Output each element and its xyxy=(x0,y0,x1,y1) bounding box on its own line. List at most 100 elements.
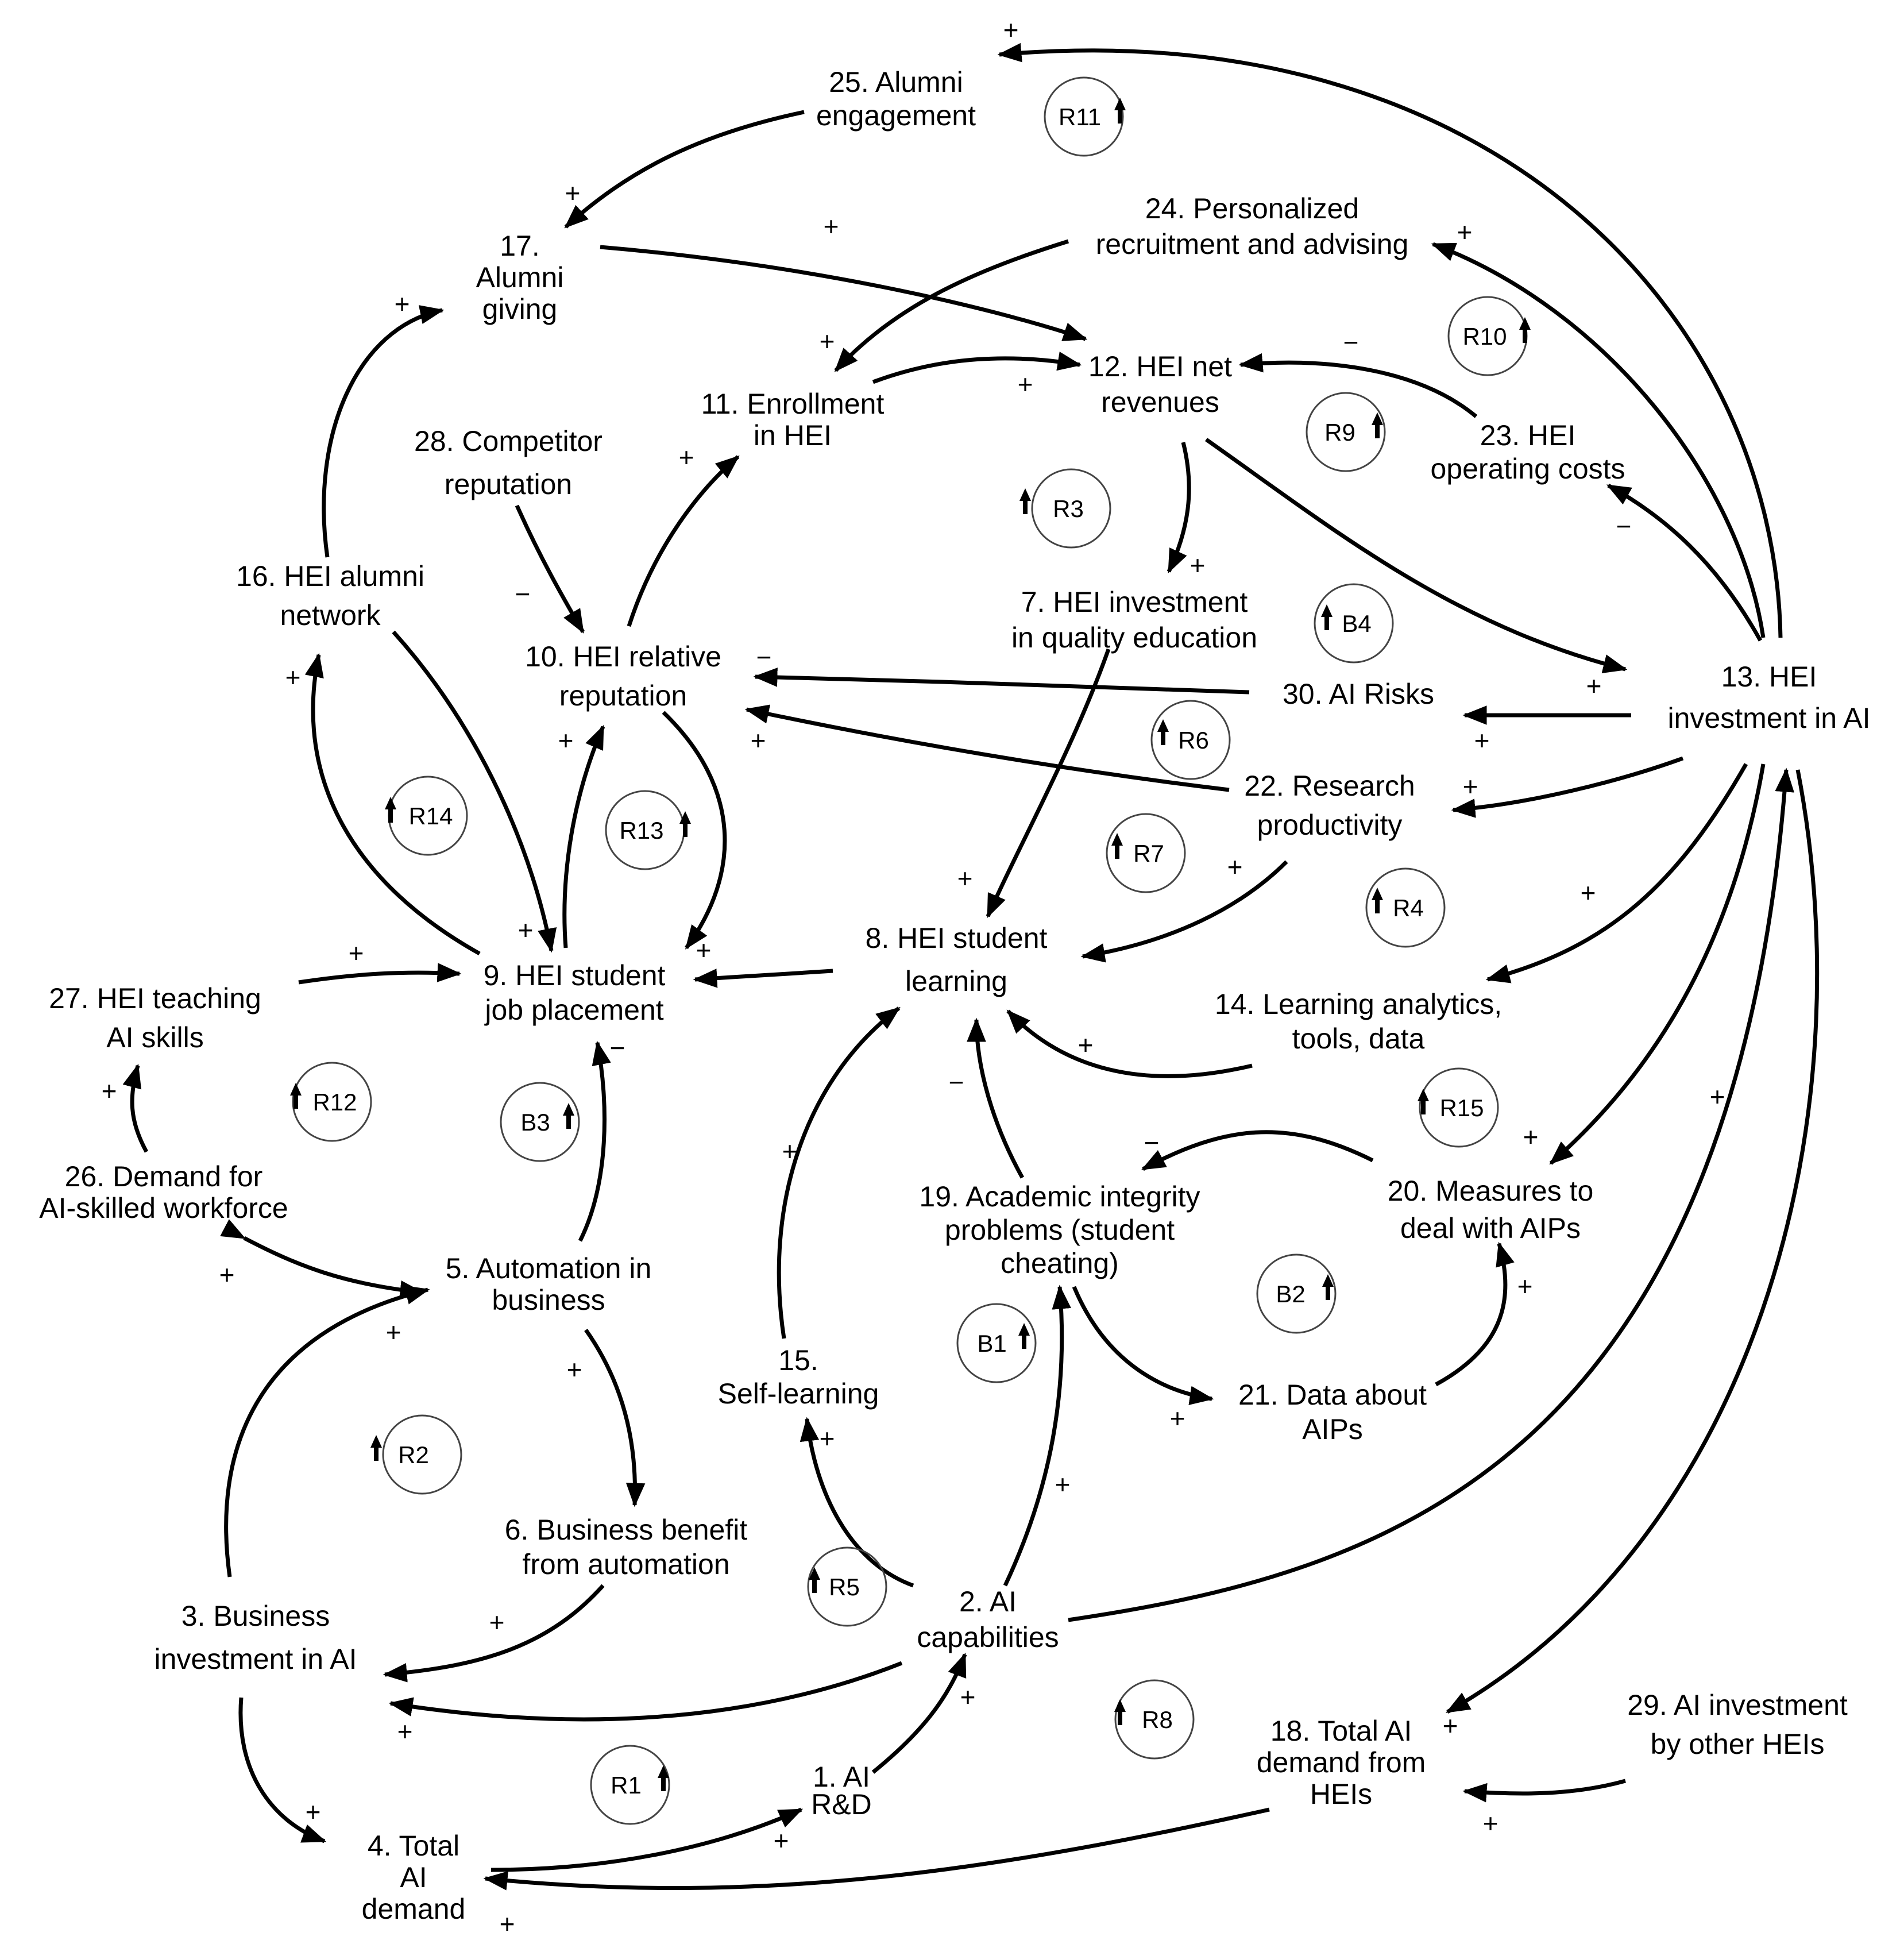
sign-5-6: + xyxy=(567,1355,582,1384)
link-28-to-10 xyxy=(515,504,585,634)
svg-text:R12: R12 xyxy=(312,1089,357,1116)
link-11-to-12 xyxy=(872,352,1082,384)
sign-3-5: + xyxy=(386,1317,401,1347)
link-2-to-19 xyxy=(1003,1285,1071,1587)
svg-text:B1: B1 xyxy=(977,1330,1006,1357)
link-26-to-27 xyxy=(122,1063,149,1153)
link-16-to-9 xyxy=(392,630,557,953)
sign-25-17: + xyxy=(565,178,581,208)
loop-R1: R1 xyxy=(590,1745,670,1825)
link-3-to-5 xyxy=(224,1285,430,1577)
sign-9-10: + xyxy=(558,726,574,755)
loop-R11: R11 xyxy=(1044,76,1126,157)
link-25-to-17 xyxy=(564,110,805,229)
svg-text:R7: R7 xyxy=(1133,840,1164,867)
sign-17-12: + xyxy=(824,211,839,241)
loop-B3: B3 xyxy=(500,1082,580,1162)
svg-text:R2: R2 xyxy=(398,1441,429,1468)
svg-text:R1: R1 xyxy=(611,1772,642,1799)
svg-text:R9: R9 xyxy=(1324,419,1355,446)
link-13-to-22 xyxy=(1451,756,1684,818)
link-13-to-23 xyxy=(1606,483,1763,642)
sign-19-21: + xyxy=(1170,1403,1185,1433)
sign-12-7: + xyxy=(1190,550,1206,580)
sign-10-9: + xyxy=(696,935,712,965)
link-18-to-4 xyxy=(483,1807,1270,1891)
sign-14-8: + xyxy=(1078,1030,1094,1060)
sign-28-10: − xyxy=(515,579,531,609)
sign-2-3: + xyxy=(397,1717,413,1746)
loop-B4: B4 xyxy=(1314,583,1394,664)
sign-2-15: + xyxy=(820,1424,835,1453)
link-17-to-12 xyxy=(600,245,1088,341)
loop-R5: R5 xyxy=(807,1546,887,1627)
loop-R12: R12 xyxy=(290,1062,372,1142)
loop-R14: R14 xyxy=(385,776,468,856)
sign-13-25: + xyxy=(1003,15,1019,45)
link-5-to-9 xyxy=(578,1040,611,1242)
sign-13-23: − xyxy=(1616,511,1632,541)
link-16-to-17 xyxy=(322,305,445,558)
link-12-to-13 xyxy=(1204,438,1628,673)
link-29-to-18 xyxy=(1462,1779,1626,1803)
link-13-to-25 xyxy=(997,43,1783,638)
svg-text:R8: R8 xyxy=(1142,1706,1173,1733)
link-15-to-8 xyxy=(777,1006,901,1339)
sign-13-30: + xyxy=(1474,726,1490,755)
link-27-to-9 xyxy=(298,963,462,985)
sign-4-1: + xyxy=(774,1826,789,1856)
link-9-to-16 xyxy=(304,653,481,956)
svg-text:R10: R10 xyxy=(1462,323,1507,350)
link-13-to-20 xyxy=(1549,763,1766,1165)
sign-13-14: + xyxy=(1581,878,1596,908)
sign-21-20: + xyxy=(1517,1271,1533,1301)
node-14-learning-analytics: 14. Learning analytics,tools, data xyxy=(1215,988,1502,1055)
link-13-to-24 xyxy=(1431,242,1766,638)
loop-R4: R4 xyxy=(1365,867,1446,948)
loop-B1: B1 xyxy=(956,1303,1037,1383)
link-19-to-21 xyxy=(1072,1286,1214,1405)
svg-text:R11: R11 xyxy=(1059,103,1101,130)
link-10-to-11 xyxy=(627,455,740,627)
polarity-signs: + + + + + + + − − + + − + − + + + + + + … xyxy=(102,15,1725,1939)
sign-13-18: + xyxy=(1443,1711,1458,1741)
sign-16-9: + xyxy=(518,915,534,945)
sign-30-10: − xyxy=(756,642,772,672)
sign-27-9: + xyxy=(349,938,364,968)
svg-text:B3: B3 xyxy=(520,1109,550,1136)
svg-text:R13: R13 xyxy=(619,817,663,844)
loop-R8: R8 xyxy=(1114,1679,1195,1760)
sign-29-18: + xyxy=(1483,1808,1499,1838)
loop-R3: R3 xyxy=(1019,468,1111,549)
sign-3-4: + xyxy=(306,1797,321,1827)
sign-2-13: + xyxy=(1710,1082,1725,1112)
link-3-to-4 xyxy=(238,1697,327,1843)
sign-9-16: + xyxy=(285,662,301,692)
sign-6-3: + xyxy=(489,1607,505,1637)
links xyxy=(122,43,1820,1891)
link-8-to-9 xyxy=(693,969,833,988)
loop-R2: R2 xyxy=(370,1414,462,1495)
link-20-to-19 xyxy=(1141,1130,1374,1171)
link-22-to-8 xyxy=(1080,860,1288,963)
svg-text:R15: R15 xyxy=(1439,1094,1484,1121)
